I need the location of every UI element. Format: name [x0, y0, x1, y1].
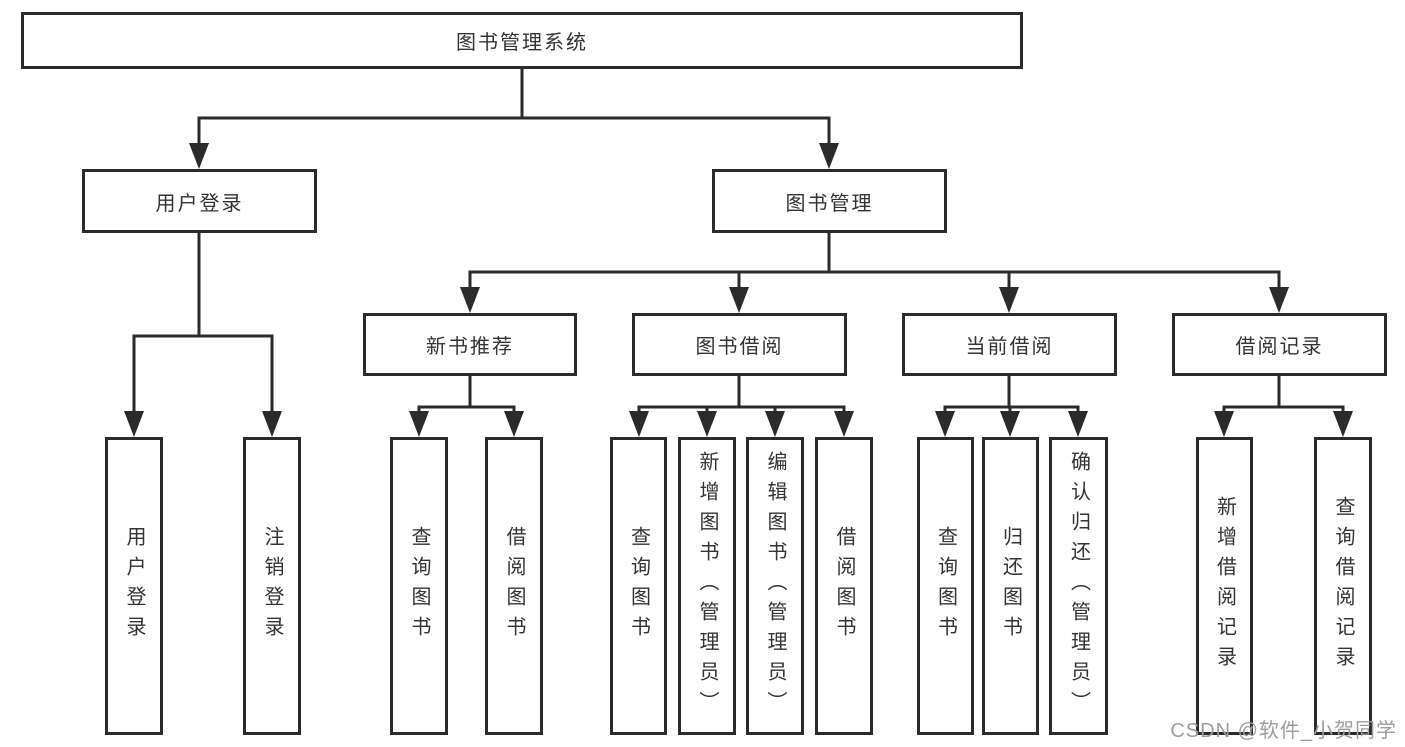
- node-label-new-book-recommend: 新书推荐: [426, 336, 514, 358]
- node-new-book-recommend: 新书推荐: [363, 313, 577, 376]
- node-label-library-management-system: 图书管理系统: [456, 32, 588, 54]
- arrow-down-icon: [1333, 411, 1353, 437]
- node-leaf-query-books-1: 查询图书: [390, 437, 448, 735]
- node-book-borrowing: 图书借阅: [632, 313, 847, 376]
- node-label-leaf-borrow-books-1: 借阅图书: [503, 526, 525, 646]
- arrow-down-icon: [262, 411, 282, 437]
- node-label-leaf-return-books: 归还图书: [999, 526, 1022, 646]
- node-label-book-management: 图书管理: [785, 192, 874, 215]
- node-leaf-add-books-admin: 新增图书（管理员）: [678, 437, 736, 735]
- node-label-user-login: 用户登录: [155, 192, 244, 215]
- arrow-down-icon: [124, 411, 144, 437]
- node-leaf-borrow-books-1: 借阅图书: [485, 437, 543, 735]
- node-label-leaf-borrow-books-2: 借阅图书: [833, 526, 855, 646]
- node-label-leaf-user-login: 用户登录: [123, 526, 145, 646]
- node-user-login: 用户登录: [82, 169, 317, 233]
- arrow-down-icon: [1000, 411, 1020, 437]
- node-label-borrowing-records: 借阅记录: [1235, 336, 1324, 358]
- node-label-leaf-add-books-admin: 新增图书（管理员）: [696, 451, 718, 721]
- arrow-down-icon: [819, 143, 839, 169]
- node-leaf-query-books-3: 查询图书: [917, 437, 974, 735]
- node-label-leaf-query-books-2: 查询图书: [627, 526, 650, 646]
- arrow-down-icon: [1269, 287, 1289, 313]
- arrow-down-icon: [189, 143, 209, 169]
- node-label-leaf-add-borrow-record: 新增借阅记录: [1213, 496, 1236, 676]
- node-label-current-borrowing: 当前借阅: [965, 336, 1054, 358]
- node-label-leaf-query-books-1: 查询图书: [408, 526, 430, 646]
- arrow-down-icon: [629, 411, 649, 437]
- arrow-down-icon: [729, 287, 749, 313]
- node-label-leaf-edit-books-admin: 编辑图书（管理员）: [764, 451, 786, 721]
- arrow-down-icon: [935, 411, 955, 437]
- node-label-leaf-logout: 注销登录: [261, 526, 283, 646]
- node-current-borrowing: 当前借阅: [902, 313, 1117, 376]
- node-leaf-user-login: 用户登录: [105, 437, 163, 735]
- node-label-leaf-query-borrow-record: 查询借阅记录: [1332, 496, 1354, 676]
- node-leaf-logout: 注销登录: [243, 437, 301, 735]
- arrow-down-icon: [1214, 411, 1234, 437]
- node-label-leaf-confirm-return-admin: 确认归还（管理员）: [1067, 451, 1090, 721]
- arrow-down-icon: [1068, 411, 1088, 437]
- node-library-management-system: 图书管理系统: [21, 12, 1023, 69]
- node-book-management: 图书管理: [712, 169, 947, 233]
- arrow-down-icon: [460, 287, 480, 313]
- arrow-down-icon: [697, 411, 717, 437]
- node-leaf-borrow-books-2: 借阅图书: [815, 437, 873, 735]
- node-leaf-query-borrow-record: 查询借阅记录: [1314, 437, 1372, 735]
- node-label-book-borrowing: 图书借阅: [695, 336, 784, 358]
- arrow-down-icon: [409, 411, 429, 437]
- node-leaf-edit-books-admin: 编辑图书（管理员）: [746, 437, 804, 735]
- node-leaf-return-books: 归还图书: [982, 437, 1039, 735]
- node-leaf-confirm-return-admin: 确认归还（管理员）: [1049, 437, 1108, 735]
- node-leaf-query-books-2: 查询图书: [610, 437, 667, 735]
- csdn-watermark: CSDN @软件_小贺同学: [1170, 720, 1397, 742]
- arrow-down-icon: [834, 411, 854, 437]
- arrow-down-icon: [765, 411, 785, 437]
- node-label-leaf-query-books-3: 查询图书: [934, 526, 957, 646]
- node-leaf-add-borrow-record: 新增借阅记录: [1196, 437, 1253, 735]
- arrow-down-icon: [504, 411, 524, 437]
- node-borrowing-records: 借阅记录: [1172, 313, 1387, 376]
- arrow-down-icon: [999, 287, 1019, 313]
